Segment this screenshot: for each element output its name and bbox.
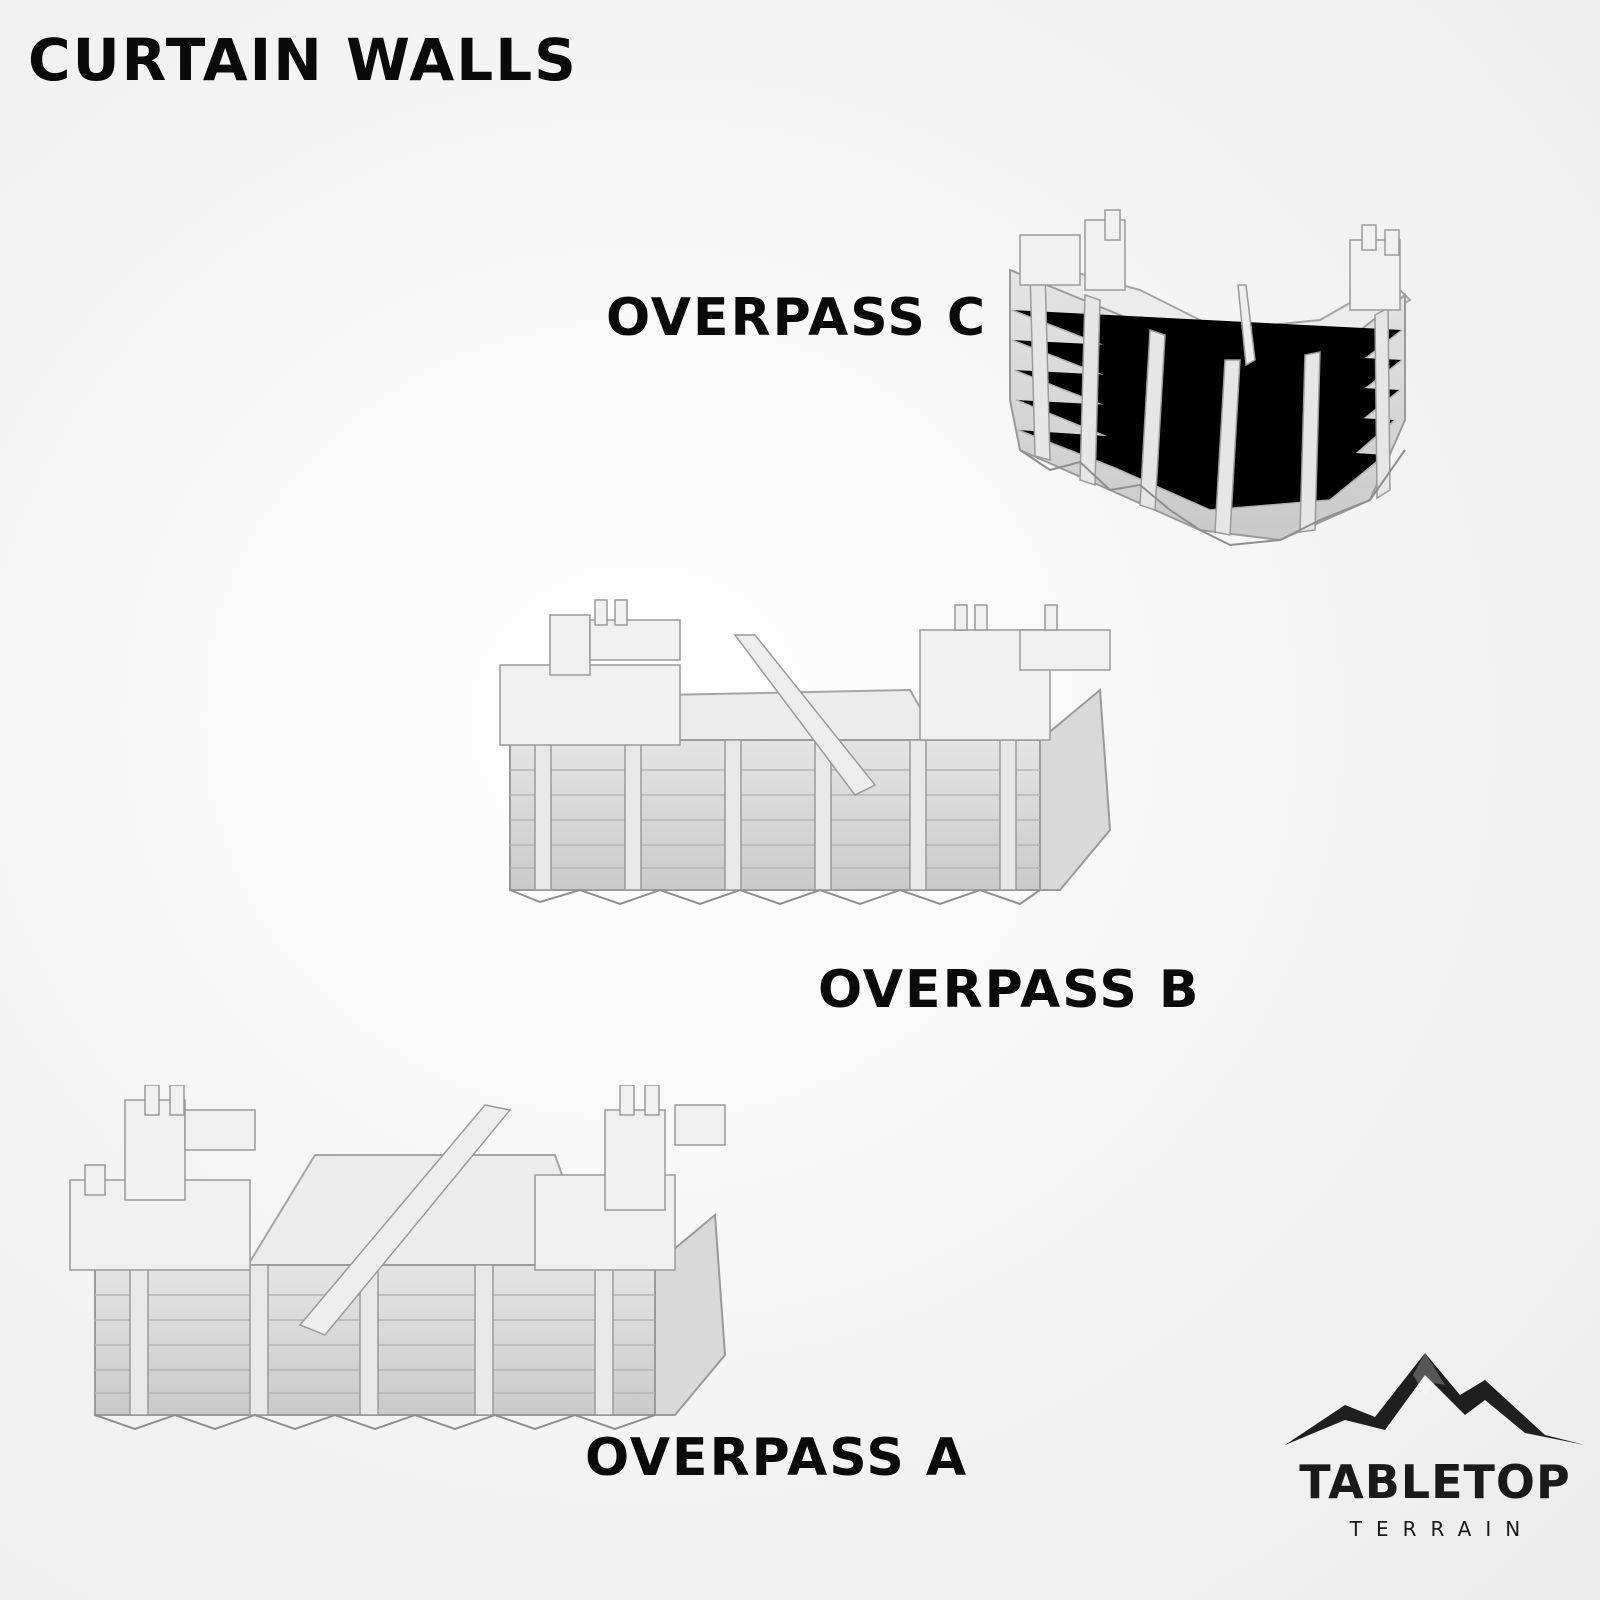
tabletop-terrain-logo: TABLETOP TERRAIN [1285,1345,1585,1580]
overpass-b-model [490,590,1150,930]
overpass-b-label: OVERPASS B [818,960,1201,1020]
overpass-c-label: OVERPASS C [606,288,988,348]
mountain-icon [1285,1353,1585,1445]
logo-text-terrain: TERRAIN [1349,1517,1535,1541]
page-title: CURTAIN WALLS [28,26,578,94]
overpass-a-label: OVERPASS A [585,1428,969,1488]
overpass-c-model [990,200,1450,580]
logo-text-tabletop: TABLETOP [1299,1455,1571,1509]
overpass-a-model [55,1084,785,1455]
